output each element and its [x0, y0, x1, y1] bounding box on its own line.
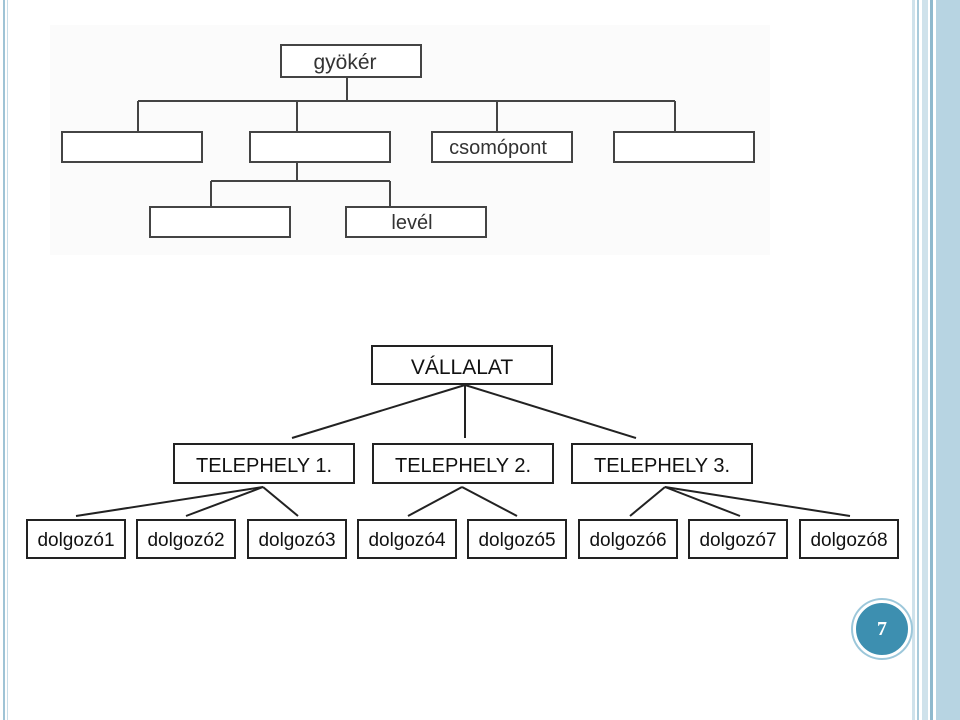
- frame-line: [7, 0, 8, 720]
- tree-node: [431, 131, 573, 163]
- slide-frame-right: [912, 0, 960, 720]
- frame-stripe: [936, 0, 960, 720]
- worker-node: [357, 519, 457, 559]
- node-label: csomópont: [449, 137, 547, 159]
- worker-label: dolgozó8: [810, 530, 887, 551]
- frame-stripe: [912, 0, 915, 720]
- frame-line: [3, 0, 5, 720]
- worker-node: [799, 519, 899, 559]
- company-tree-connectors: [75, 384, 851, 517]
- connector: [464, 384, 637, 439]
- connector: [664, 486, 851, 517]
- slide-frame-left: [0, 0, 10, 720]
- worker-node: [578, 519, 678, 559]
- root-node: [280, 44, 422, 78]
- connector: [185, 486, 264, 517]
- generic-tree-nodes: [61, 44, 755, 238]
- frame-stripe: [917, 0, 919, 720]
- worker-node: [467, 519, 567, 559]
- worker-node: [688, 519, 788, 559]
- connector: [75, 486, 264, 517]
- root-node: [371, 345, 553, 385]
- worker-label: dolgozó3: [258, 530, 335, 551]
- generic-tree: [137, 77, 676, 207]
- tree-node: [249, 131, 391, 163]
- worker-label: dolgozó4: [368, 530, 446, 551]
- site-node: [571, 443, 753, 484]
- leaf-label: levél: [391, 212, 432, 234]
- worker-label: dolgozó2: [147, 530, 224, 551]
- tree-node: [61, 131, 203, 163]
- worker-label: dolgozó5: [478, 530, 555, 551]
- site-label: TELEPHELY 2.: [395, 455, 531, 477]
- site-label: TELEPHELY 3.: [594, 455, 730, 477]
- site-node: [173, 443, 355, 484]
- connector: [407, 486, 463, 517]
- page-number-badge: 7: [853, 600, 911, 658]
- leaf-node: [345, 206, 487, 238]
- company-tree-nodes: [26, 345, 899, 559]
- frame-stripe: [930, 0, 933, 720]
- connector: [291, 384, 466, 439]
- site-node: [372, 443, 554, 484]
- connector: [461, 486, 518, 517]
- worker-node: [247, 519, 347, 559]
- leaf-node: [149, 206, 291, 238]
- connector: [262, 486, 299, 517]
- worker-node: [136, 519, 236, 559]
- worker-label: dolgozó6: [589, 530, 666, 551]
- worker-label: dolgozó1: [37, 530, 114, 551]
- worker-label: dolgozó7: [699, 530, 776, 551]
- worker-node: [26, 519, 126, 559]
- connector: [629, 486, 666, 517]
- tree-node: [613, 131, 755, 163]
- root-label: gyökér: [313, 51, 376, 74]
- connector: [664, 486, 741, 517]
- company-label: VÁLLALAT: [411, 356, 514, 379]
- frame-stripe: [922, 0, 928, 720]
- site-label: TELEPHELY 1.: [196, 455, 332, 477]
